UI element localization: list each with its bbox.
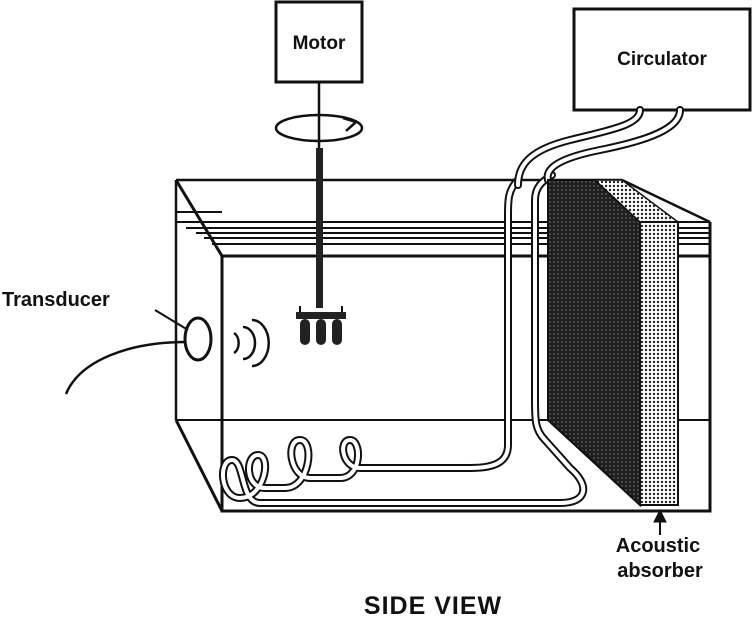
- tank-front: [174, 179, 712, 513]
- absorber-label-line2: absorber: [617, 560, 703, 582]
- cooling-coil: [219, 171, 588, 507]
- acoustic-absorber: [547, 179, 681, 508]
- circulator-label: Circulator: [617, 49, 707, 70]
- transducer-label: Transducer: [2, 289, 110, 311]
- circulator-box: Circulator: [572, 7, 752, 112]
- circulator-tubes: [514, 106, 684, 189]
- motor-shaft-assembly: [274, 82, 364, 345]
- sound-wave-icon: [233, 318, 270, 368]
- diagram-title: SIDE VIEW: [364, 592, 502, 620]
- rotation-arrow-icon: [274, 113, 364, 143]
- transducer-leader-line: [154, 309, 189, 331]
- sample-tube: [316, 319, 326, 345]
- transducer-cable: [64, 340, 187, 395]
- absorber-pointer-arrow-icon: [653, 508, 667, 535]
- motor-box: Motor: [274, 0, 364, 84]
- sample-tube: [332, 319, 342, 345]
- motor-label: Motor: [293, 33, 346, 54]
- transducer: [64, 309, 270, 395]
- sample-tube: [300, 319, 310, 345]
- sample-tube-rack: [296, 306, 346, 345]
- absorber-label-line1: Acoustic: [616, 535, 700, 557]
